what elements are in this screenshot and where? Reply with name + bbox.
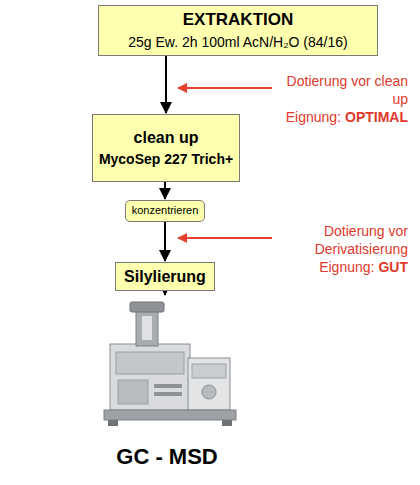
- note-text: Eignung:: [319, 259, 374, 275]
- node-title: EXTRAKTION: [107, 10, 369, 30]
- step-box: konzentrieren: [125, 200, 206, 222]
- process-box: EXTRAKTION 25g Ew. 2h 100ml AcN/H₂O (84/1…: [98, 5, 378, 56]
- note-text: Eignung:: [286, 109, 341, 125]
- note-line: Eignung:GUT: [268, 258, 408, 276]
- node-title: konzentrieren: [132, 204, 199, 217]
- spike-arrow: [178, 237, 272, 239]
- flow-arrow: [164, 291, 166, 295]
- node-title: Silylierung: [124, 267, 206, 286]
- node-text: MycoSep 227 Trich+: [99, 151, 233, 168]
- instrument-node: GC - MSD: [92, 296, 242, 481]
- spike-note: Dotierung vor clean upEignung:OPTIMAL: [268, 72, 408, 126]
- note-line: Dotierung vor Derivatisierung: [268, 222, 408, 258]
- rating: OPTIMAL: [345, 109, 408, 125]
- note-text: Dotierung vor clean up: [287, 73, 408, 107]
- rating: GUT: [378, 259, 408, 275]
- process-box: clean up MycoSep 227 Trich+: [92, 114, 240, 182]
- flow-arrow: [164, 182, 166, 199]
- note-line: Dotierung vor clean up: [268, 72, 408, 108]
- spike-note: Dotierung vor DerivatisierungEignung:GUT: [268, 222, 408, 276]
- node-title: GC - MSD: [92, 444, 242, 470]
- note-text: Dotierung vor Derivatisierung: [315, 223, 408, 257]
- flow-arrow: [164, 222, 166, 261]
- flow-arrow: [165, 56, 167, 113]
- node-title: clean up: [99, 128, 233, 147]
- process-box: Silylierung: [115, 262, 215, 291]
- spike-arrow: [178, 87, 272, 89]
- note-line: Eignung:OPTIMAL: [268, 108, 408, 126]
- gc-msd-illustration: [92, 296, 242, 434]
- node-text: 25g Ew. 2h 100ml AcN/H₂O (84/16): [107, 34, 369, 51]
